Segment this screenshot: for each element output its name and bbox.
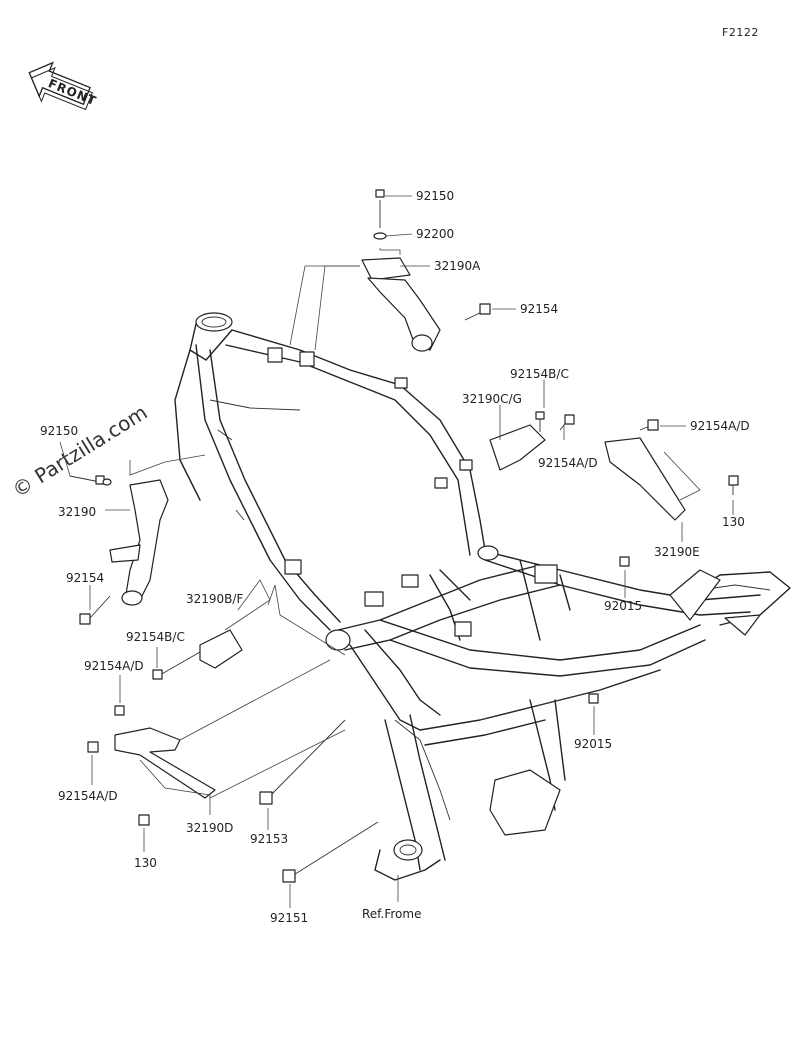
callout-92015-lower: 92015 <box>574 737 612 751</box>
bolt-92154-left <box>79 595 111 625</box>
callout-92153: 92153 <box>250 832 288 846</box>
bolt-92154-top <box>464 303 491 321</box>
callout-92154AD-left: 92154A/D <box>84 659 144 673</box>
callout-32190: 32190 <box>58 505 96 519</box>
front-arrow-icon: FRONT <box>28 61 99 111</box>
callout-130-left: 130 <box>134 856 157 870</box>
bracket-32190CG <box>489 411 575 471</box>
main-frame <box>174 312 791 881</box>
callout-92154AD-mid: 92154A/D <box>538 456 598 470</box>
callout-32190BF: 32190B/F <box>186 592 243 606</box>
callout-labels: 92150 92200 32190A 92154 92154B/C 32190C… <box>40 189 750 925</box>
bolt-92153 <box>259 719 346 805</box>
callout-32190E: 32190E <box>654 545 700 559</box>
callout-92154AD-bottom: 92154A/D <box>58 789 118 803</box>
callout-92154-top: 92154 <box>520 302 558 316</box>
nut-92015-upper <box>619 556 630 567</box>
callout-92015-upper: 92015 <box>604 599 642 613</box>
bracket-32190D <box>87 727 216 826</box>
bracket-32190BF <box>114 629 243 716</box>
callout-92154-left: 92154 <box>66 571 104 585</box>
callout-32190D: 32190D <box>186 821 233 835</box>
callout-92151: 92151 <box>270 911 308 925</box>
figure-id: F2122 <box>722 26 759 39</box>
bracket-32190-left <box>69 475 169 606</box>
bracket-32190A <box>361 189 441 352</box>
callout-130-right: 130 <box>722 515 745 529</box>
callout-92154AD-right: 92154A/D <box>690 419 750 433</box>
callout-32190CG: 32190C/G <box>462 392 522 406</box>
callout-32190A: 32190A <box>434 259 481 273</box>
nut-92015-lower <box>588 693 599 704</box>
callout-92150-left: 92150 <box>40 424 78 438</box>
bolt-92151 <box>282 821 379 883</box>
callout-92154BC-left: 92154B/C <box>126 630 185 644</box>
bracket-32190E <box>604 419 739 521</box>
callout-ref-frame: Ref.Frome <box>362 907 421 921</box>
callout-92150-top: 92150 <box>416 189 454 203</box>
callout-92200: 92200 <box>416 227 454 241</box>
leader-lines <box>59 195 734 908</box>
callout-92154BC-right: 92154B/C <box>510 367 569 381</box>
